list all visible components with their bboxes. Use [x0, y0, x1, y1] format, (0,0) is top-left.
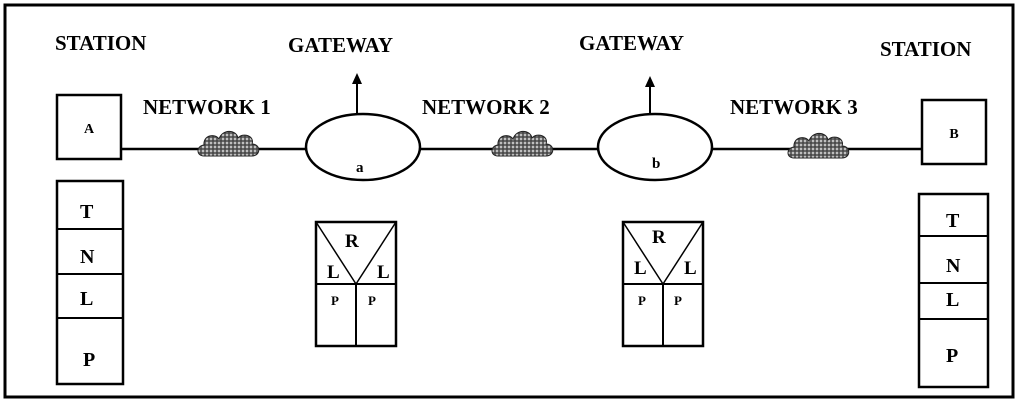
gateway-b-node-label: b — [652, 156, 660, 172]
gateway-b-layer-p-right: P — [674, 293, 682, 308]
gateway-b-layer-r: R — [652, 227, 666, 248]
cloud-icon — [491, 130, 554, 157]
station-b-protocol-stack: T N L P — [917, 192, 990, 389]
station-b-layer-t: T — [946, 210, 960, 232]
cloud-icon — [787, 132, 850, 159]
gateway-a-node — [304, 112, 422, 182]
station-b-layer-p: P — [946, 345, 958, 367]
arrow-up-icon — [645, 76, 655, 114]
network-2-label: NETWORK 2 — [422, 95, 550, 119]
gateway-b-layer-l-left: L — [634, 258, 647, 279]
station-a-node-label: A — [84, 122, 95, 137]
gateway-a-layer-p-left: P — [331, 293, 339, 308]
station-a-layer-p: P — [83, 349, 95, 371]
gateway-b-layer-l-right: L — [684, 258, 697, 279]
network-1-label: NETWORK 1 — [143, 95, 271, 119]
station-a-layer-n: N — [80, 246, 95, 268]
cloud-icon — [197, 130, 260, 157]
station-b-box — [920, 98, 988, 166]
station-b-node-label: B — [949, 127, 958, 142]
gateway-b-protocol-stack: R L L P P — [621, 220, 705, 348]
gateway-b-heading: GATEWAY — [579, 31, 684, 55]
gateway-a-node-label: a — [356, 160, 364, 176]
gateway-b-node — [596, 112, 714, 182]
station-b-layer-l: L — [946, 289, 959, 311]
station-a-protocol-stack: T N L P — [55, 179, 125, 386]
network-3-label: NETWORK 3 — [730, 95, 858, 119]
station-a-layer-t: T — [80, 201, 94, 223]
gateway-a-heading: GATEWAY — [288, 33, 393, 57]
station-b-layer-n: N — [946, 255, 961, 277]
station-a-heading: STATION — [55, 31, 146, 55]
station-a-layer-l: L — [80, 288, 93, 310]
gateway-a-layer-l-left: L — [327, 262, 340, 283]
gateway-b-layer-p-left: P — [638, 293, 646, 308]
outer-frame — [3, 3, 1015, 399]
station-b-heading: STATION — [880, 37, 971, 61]
gateway-a-layer-r: R — [345, 231, 359, 252]
gateway-a-layer-l-right: L — [377, 262, 390, 283]
gateway-a-layer-p-right: P — [368, 293, 376, 308]
arrow-up-icon — [352, 73, 362, 114]
station-a-box — [55, 93, 123, 161]
gateway-a-protocol-stack: R L L P P — [314, 220, 398, 348]
